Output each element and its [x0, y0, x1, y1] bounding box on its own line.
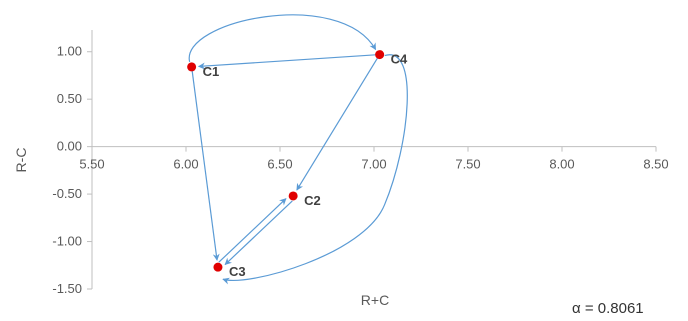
x-tick-label: 7.00 — [361, 157, 386, 172]
point-label-c3: C3 — [229, 264, 246, 279]
x-tick-label: 8.50 — [643, 157, 668, 172]
y-tick-label: -1.00 — [52, 234, 82, 249]
point-label-c1: C1 — [203, 64, 220, 79]
arrow-c1-to-c4 — [188, 14, 377, 63]
point-c2 — [288, 191, 298, 201]
alpha-annotation: α = 0.8061 — [572, 300, 644, 317]
x-axis: 5.50 6.00 6.50 7.00 7.50 8.00 8.50 — [79, 146, 669, 172]
point-c4 — [375, 50, 385, 60]
point-label-c2: C2 — [304, 193, 321, 208]
point-c3 — [213, 262, 223, 272]
x-tick-label: 7.50 — [455, 157, 480, 172]
arrow-c4-to-c2 — [296, 57, 379, 191]
arrow-c1-to-c3 — [191, 70, 220, 261]
x-axis-title: R+C — [361, 292, 389, 308]
y-tick-label: 1.00 — [57, 44, 82, 59]
x-tick-label: 8.00 — [549, 157, 574, 172]
arrow-c3-to-c2 — [218, 198, 287, 263]
x-tick-label: 6.00 — [173, 157, 198, 172]
x-tick-label: 5.50 — [79, 157, 104, 172]
x-tick-label: 6.50 — [267, 157, 292, 172]
y-tick-label: 0.00 — [57, 139, 82, 154]
arrow-c2-to-c3 — [224, 200, 293, 266]
y-axis-title: R-C — [13, 148, 29, 173]
arrows — [188, 14, 408, 285]
point-c1 — [187, 62, 197, 72]
y-axis: 1.00 0.50 0.00 -0.50 -1.00 -1.50 — [52, 30, 93, 296]
y-tick-label: 0.50 — [57, 91, 82, 106]
arrow-c4-to-c1 — [197, 54, 376, 70]
y-tick-label: -1.50 — [52, 281, 82, 296]
arrow-c4-to-c3 — [222, 54, 408, 285]
point-label-c4: C4 — [391, 52, 408, 67]
y-tick-label: -0.50 — [52, 186, 82, 201]
